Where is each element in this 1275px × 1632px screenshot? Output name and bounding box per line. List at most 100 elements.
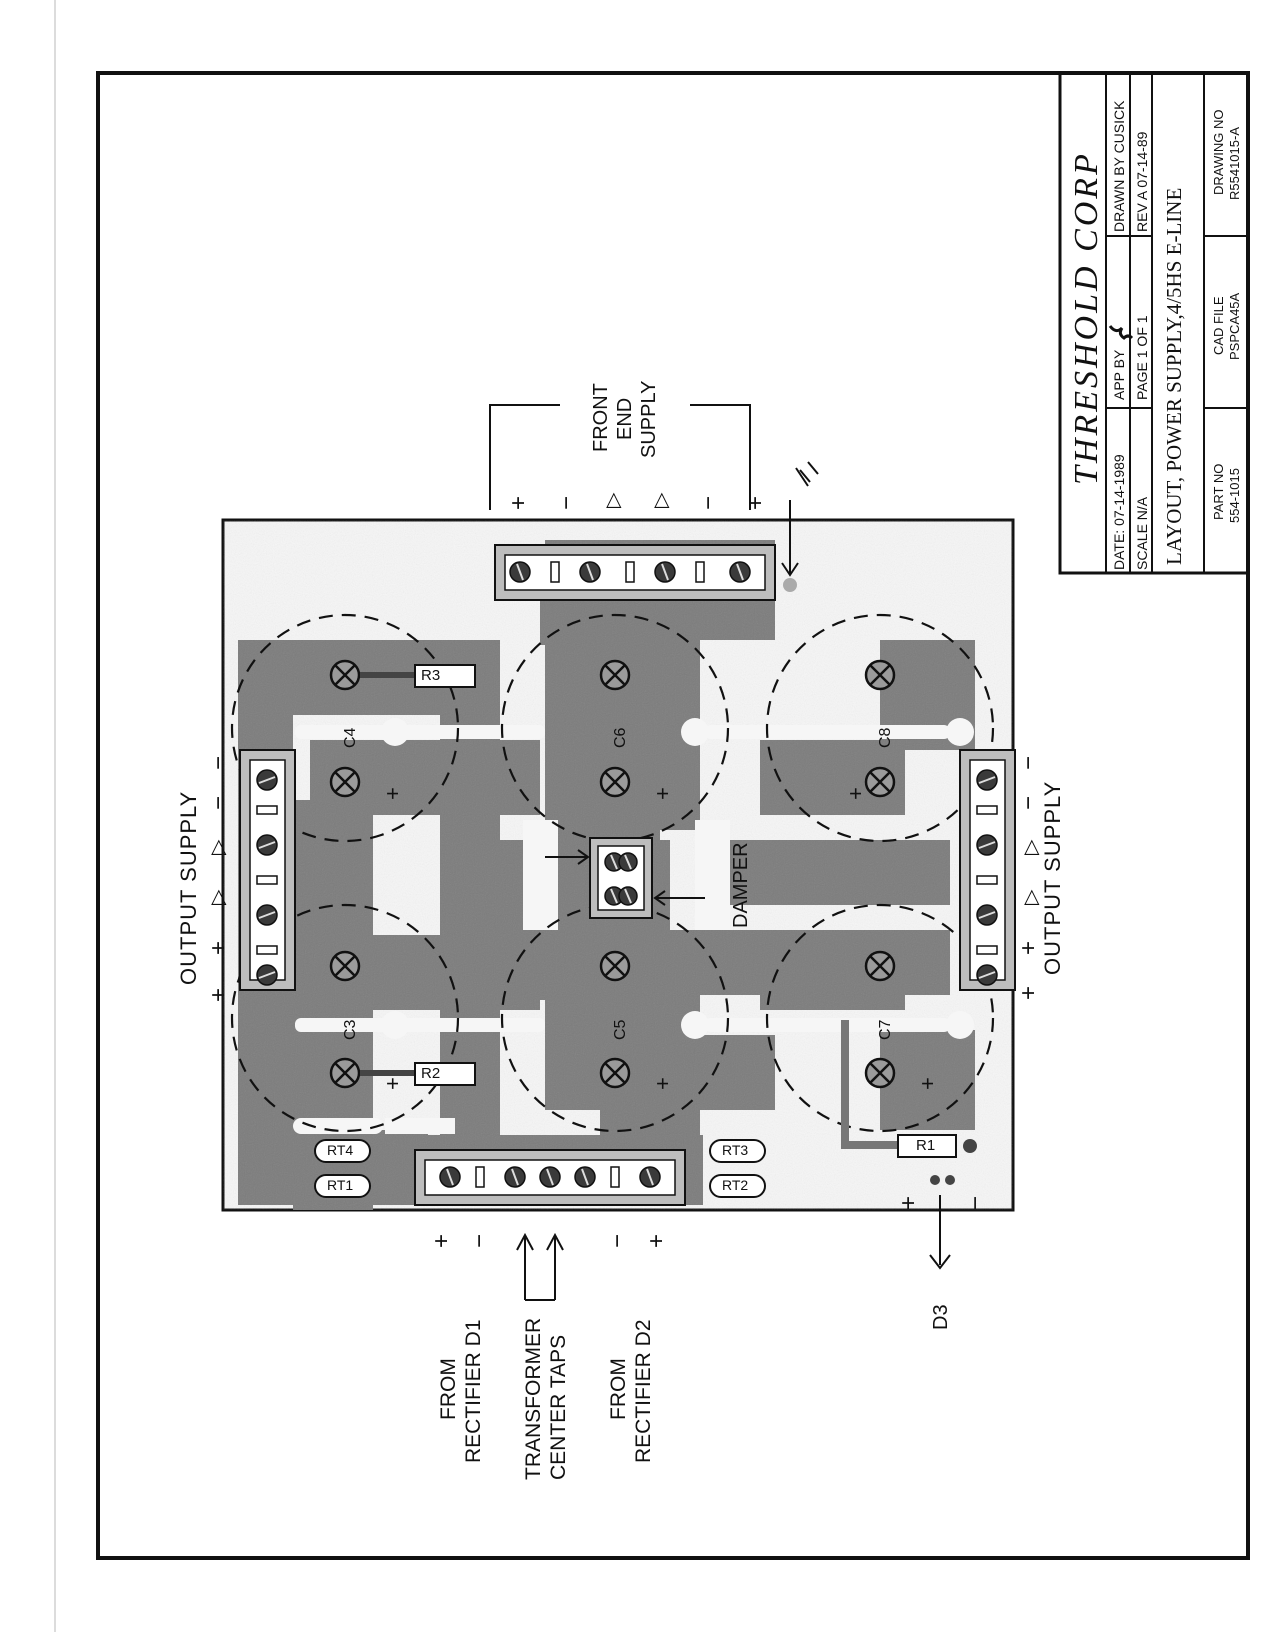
thermistor-rt3-label: RT3 — [722, 1142, 749, 1158]
ground-symbol — [795, 461, 819, 487]
d3-arrow — [929, 1195, 951, 1270]
damper-label: DAMPER — [730, 842, 752, 928]
resistor-r3 — [360, 664, 476, 688]
cap-terminal — [599, 659, 631, 691]
cad-file: PSPCA45A — [1227, 292, 1242, 360]
capacitor-c6-outline — [500, 613, 730, 843]
cap-terminal — [599, 950, 631, 982]
terminal-block-damper — [589, 837, 653, 919]
drawing-title: LAYOUT, POWER SUPPLY,4/5HS E-LINE — [1162, 187, 1186, 565]
capacitor-c4-label: C4 — [342, 727, 359, 748]
resistor-r1-label: R1 — [916, 1137, 936, 1154]
polarity-mark: − — [962, 1195, 989, 1210]
cap-terminal — [329, 1057, 361, 1089]
screw-terminal — [976, 964, 998, 986]
polarity-mark: ▷ — [1020, 839, 1042, 855]
screw-terminal — [976, 904, 998, 926]
cap-terminal — [599, 1057, 631, 1089]
screw-terminal — [574, 1166, 596, 1188]
cap-terminal — [599, 766, 631, 798]
front-end-label-line3: SUPPLY — [638, 380, 660, 458]
terminal-slot — [976, 945, 998, 955]
terminal-slot — [976, 805, 998, 815]
cad-file-label: CAD FILE — [1211, 296, 1226, 355]
cap-terminal — [864, 1057, 896, 1089]
title-block — [1058, 71, 1250, 575]
from-rectifier-d2-line1: FROM — [607, 1358, 630, 1420]
screw-terminal — [504, 1166, 526, 1188]
polarity-mark: − — [1015, 755, 1042, 770]
terminal-block-front-end — [494, 544, 776, 601]
polarity-mark: − — [695, 495, 722, 510]
front-end-bracket — [489, 404, 751, 510]
from-rectifier-d1-line1: FROM — [437, 1358, 460, 1420]
capacitor-c6-label: C6 — [612, 727, 629, 748]
capacitor-c8-outline — [765, 613, 995, 843]
capacitor-c3-label: C3 — [342, 1019, 359, 1040]
thermistor-rt2-label: RT2 — [722, 1177, 749, 1193]
cap-terminal — [329, 766, 361, 798]
resistor-r3-label: R3 — [421, 667, 441, 684]
capacitor-c7-label: C7 — [877, 1019, 894, 1040]
polarity-mark: ▷ — [602, 492, 624, 508]
terminal-slot — [256, 945, 278, 955]
cap-terminal — [329, 659, 361, 691]
capacitor-c3-outline — [230, 903, 460, 1133]
thermistor-rt2 — [709, 1174, 766, 1198]
front-end-ground-arrow — [781, 500, 799, 577]
thermistor-rt1-label: RT1 — [327, 1177, 354, 1193]
terminal-slot — [625, 561, 635, 583]
resistor-r1 — [841, 1020, 977, 1185]
screw-terminal — [618, 886, 638, 906]
thermistor-rt3 — [709, 1139, 766, 1163]
part-no: 554-1015 — [1227, 468, 1242, 523]
cap-terminal — [864, 659, 896, 691]
polarity-mark: + — [380, 1077, 405, 1090]
polarity-mark: ▷ — [207, 839, 229, 855]
polarity-mark: + — [915, 1077, 940, 1090]
thermistor-rt4 — [314, 1139, 371, 1163]
terminal-slot — [695, 561, 705, 583]
screw-terminal — [439, 1166, 461, 1188]
screw-terminal — [729, 561, 751, 583]
polarity-mark: ▷ — [650, 492, 672, 508]
polarity-mark: − — [1015, 795, 1042, 810]
screw-terminal — [256, 964, 278, 986]
screw-terminal — [654, 561, 676, 583]
d3-label: D3 — [930, 1304, 952, 1330]
polarity-mark: − — [205, 755, 232, 770]
transformer-label-line2: CENTER TAPS — [547, 1334, 570, 1480]
polarity-mark: − — [604, 1233, 631, 1248]
thermistor-rt1 — [314, 1174, 371, 1198]
terminal-slot — [256, 805, 278, 815]
cap-terminal — [864, 766, 896, 798]
polarity-mark: + — [742, 495, 769, 510]
cap-terminal — [329, 950, 361, 982]
transformer-label-line1: TRANSFORMER — [522, 1317, 545, 1480]
capacitor-c4-outline — [230, 613, 460, 843]
front-end-label-line2: END — [614, 397, 636, 440]
polarity-mark: + — [505, 495, 532, 510]
screw-terminal — [256, 904, 278, 926]
screw-terminal — [618, 852, 638, 872]
polarity-mark: ▷ — [1020, 889, 1042, 905]
polarity-mark: + — [380, 787, 405, 800]
polarity-mark: + — [1015, 940, 1042, 955]
output-supply-bottom-label: OUTPUT SUPPLY — [1040, 780, 1065, 975]
capacitor-c5-label: C5 — [612, 1019, 629, 1040]
resistor-r2-label: R2 — [421, 1065, 441, 1082]
title-date: DATE: 07-14-1989 — [1111, 454, 1127, 570]
drawing-border — [96, 71, 1250, 1560]
terminal-slot — [550, 561, 560, 583]
capacitor-c8-label: C8 — [877, 727, 894, 748]
title-rev: REV A 07-14-89 — [1134, 131, 1150, 232]
polarity-mark: ▷ — [207, 889, 229, 905]
screw-terminal — [256, 769, 278, 791]
terminal-slot — [475, 1166, 485, 1188]
screw-terminal — [539, 1166, 561, 1188]
polarity-mark: + — [650, 787, 675, 800]
thermistor-rt4-label: RT4 — [327, 1142, 354, 1158]
screw-terminal — [509, 561, 531, 583]
terminal-slot — [256, 875, 278, 885]
